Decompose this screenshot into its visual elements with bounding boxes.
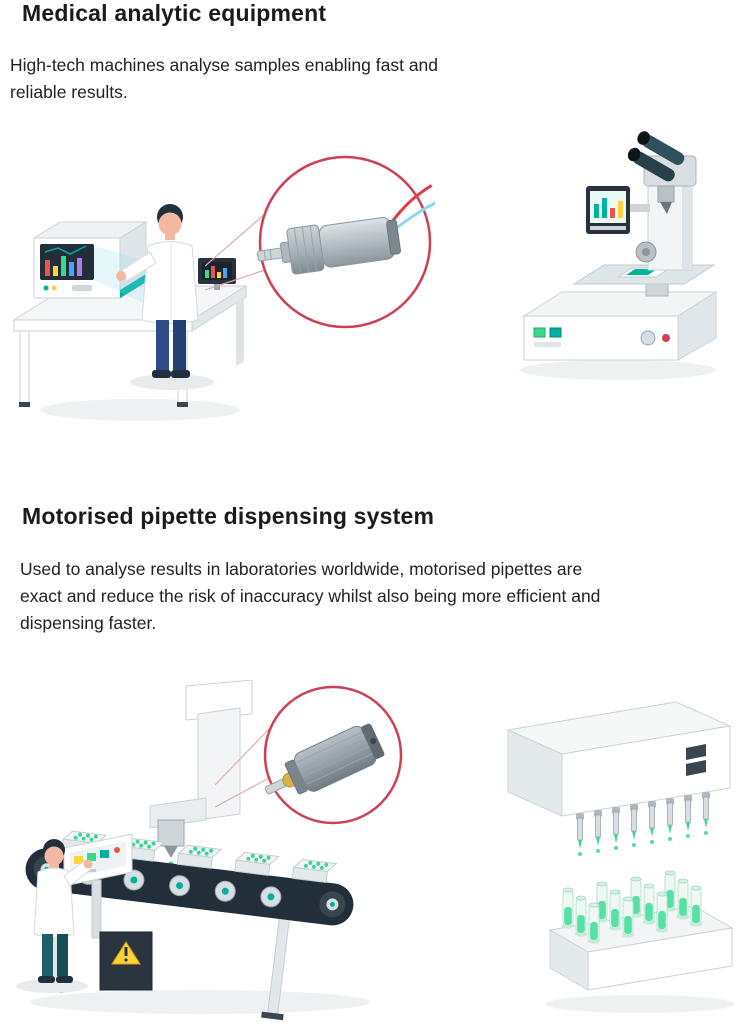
callout-leader-line	[205, 213, 266, 267]
dispenser-gantry	[149, 680, 253, 873]
motor-callout-1	[205, 152, 435, 332]
microscope-head	[627, 131, 697, 214]
callout-leader-line	[215, 728, 270, 786]
microscope-svg	[520, 131, 718, 380]
gearmotor-icon	[256, 184, 435, 275]
warning-cabinet	[99, 931, 153, 991]
body-line: High-tech machines analyse samples enabl…	[10, 55, 439, 75]
lab-analyst-illustration	[0, 110, 270, 440]
microscope-illustration	[498, 100, 733, 390]
operator-figure	[16, 839, 93, 993]
microscope-base	[522, 291, 718, 361]
body-line: reliable results.	[10, 82, 128, 102]
technician-figure	[116, 204, 214, 390]
motor-callout-2	[215, 680, 425, 830]
body-line: exact and reduce the risk of inaccuracy …	[20, 586, 601, 606]
motor-callout-1-svg	[205, 155, 435, 329]
section-1-body: High-tech machines analyse samples enabl…	[10, 52, 438, 106]
callout-leader-line	[205, 269, 266, 291]
conveyor-svg	[16, 680, 370, 1021]
section-2-heading: Motorised pipette dispensing system	[22, 503, 435, 529]
gearmotor-icon	[264, 723, 385, 795]
dispenser-housing	[506, 701, 732, 817]
section-2-body: Used to analyse results in laboratories …	[20, 556, 600, 637]
warning-icon	[111, 941, 141, 965]
conveyor-dispensing-illustration	[0, 680, 400, 1024]
pipette-system-svg	[506, 701, 735, 1013]
callout-leader-line	[215, 777, 270, 808]
motor-callout-2-svg	[215, 685, 403, 825]
pipette-system-illustration	[480, 690, 740, 1020]
body-line: dispensing faster.	[20, 613, 157, 633]
microscope-screen	[586, 186, 650, 234]
microscope-stage	[572, 264, 716, 285]
body-line: Used to analyse results in laboratories …	[20, 559, 583, 579]
lab-analyst-svg	[12, 204, 248, 421]
section-1-heading: Medical analytic equipment	[22, 0, 327, 26]
